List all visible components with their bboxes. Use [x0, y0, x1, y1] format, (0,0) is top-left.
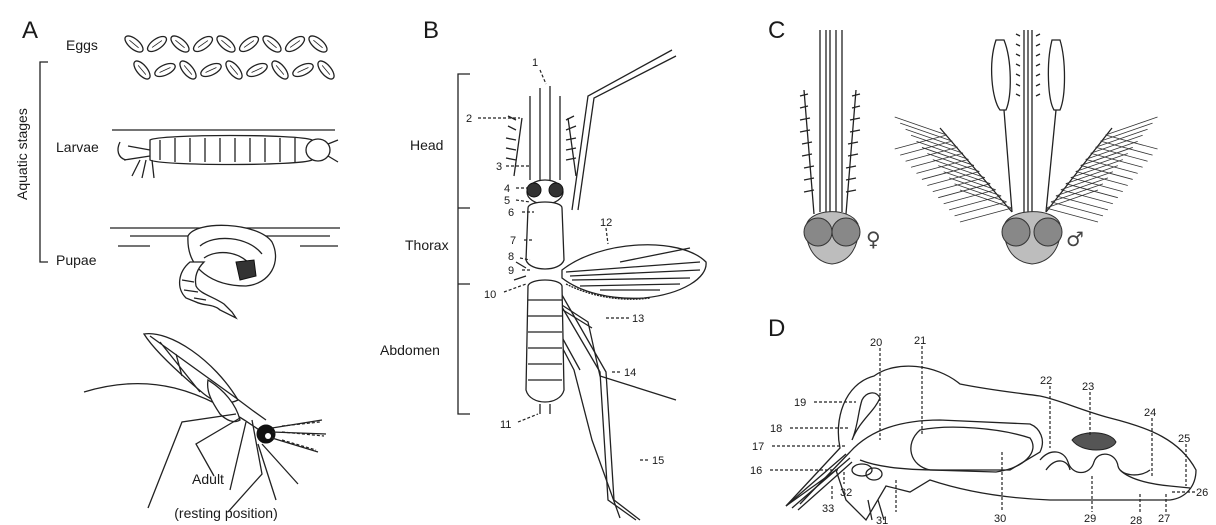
stage-label-pupae: Pupae: [56, 252, 97, 268]
male-antenna-left: [895, 117, 1012, 222]
callout-2: 2: [466, 113, 472, 125]
callout-7: 7: [510, 235, 516, 247]
callout-33: 33: [822, 503, 834, 515]
mosquito-dorsal-illustration: [506, 50, 706, 520]
callout-32: 32: [840, 487, 852, 499]
egg: [191, 34, 215, 55]
callout-20: 20: [870, 337, 882, 349]
stage-label-larvae: Larvae: [56, 139, 99, 155]
callout-19: 19: [794, 397, 806, 409]
egg: [168, 33, 191, 55]
male-antenna-right: [1046, 117, 1158, 222]
panel-label-d: D: [768, 315, 785, 342]
egg: [315, 58, 337, 81]
callout-31: 31: [876, 515, 888, 525]
pupa-illustration: [110, 225, 340, 318]
callout-24: 24: [1144, 407, 1156, 419]
female-symbol: ♀: [866, 227, 881, 251]
egg: [291, 61, 315, 79]
male-symbol: ♂: [1066, 227, 1084, 251]
egg: [145, 34, 169, 55]
callout-9: 9: [508, 265, 514, 277]
callout-5: 5: [504, 195, 510, 207]
callout-10: 10: [484, 289, 496, 301]
callout-15: 15: [652, 455, 664, 467]
egg: [245, 61, 269, 79]
callout-25: 25: [1178, 433, 1190, 445]
egg: [153, 61, 177, 79]
region-label-head: Head: [410, 137, 443, 153]
callout-11: 11: [500, 419, 511, 431]
aquatic-stages-label: Aquatic stages: [14, 108, 30, 200]
callout-1: 1: [532, 57, 538, 69]
callout-8: 8: [508, 251, 514, 263]
egg: [260, 33, 283, 55]
adult-label: Adult: [192, 471, 224, 487]
stage-label-eggs: Eggs: [66, 37, 98, 53]
callout-16: 16: [750, 465, 762, 477]
panel-label-a: A: [22, 17, 38, 44]
egg: [177, 58, 199, 81]
callout-21: 21: [914, 335, 926, 347]
callout-3: 3: [496, 161, 502, 173]
egg: [283, 34, 307, 55]
region-dividers: [458, 208, 470, 284]
egg: [306, 33, 329, 55]
panel-label-c: C: [768, 17, 785, 44]
panel-label-b: B: [423, 17, 439, 44]
callout-26: 26: [1196, 487, 1208, 499]
egg: [269, 58, 291, 81]
egg: [199, 61, 223, 79]
callout-29: 29: [1084, 513, 1096, 525]
callout-23: 23: [1082, 381, 1094, 393]
callout-27: 27: [1158, 513, 1170, 525]
region-label-abdomen: Abdomen: [380, 342, 440, 358]
egg: [131, 58, 153, 81]
callout-30: 30: [994, 513, 1006, 525]
male-head-illustration: [895, 30, 1158, 264]
egg: [237, 34, 261, 55]
region-label-thorax: Thorax: [405, 237, 449, 253]
callout-18: 18: [770, 423, 782, 435]
egg: [122, 33, 145, 55]
callout-6: 6: [508, 207, 514, 219]
female-head-illustration: [800, 30, 860, 264]
egg: [214, 33, 237, 55]
egg: [223, 58, 245, 81]
callout-17: 17: [752, 441, 764, 453]
callout-4: 4: [504, 183, 510, 195]
body-region-bracket: [458, 74, 470, 414]
callout-14: 14: [624, 367, 636, 379]
adult-resting-label: (resting position): [174, 505, 278, 521]
callout-22: 22: [1040, 375, 1052, 387]
callout-12: 12: [600, 217, 612, 229]
callout-13: 13: [632, 313, 644, 325]
aquatic-stages-bracket: [40, 62, 48, 262]
eggs-illustration: [122, 33, 337, 82]
callout-28: 28: [1130, 515, 1142, 525]
larva-illustration: [112, 130, 338, 178]
